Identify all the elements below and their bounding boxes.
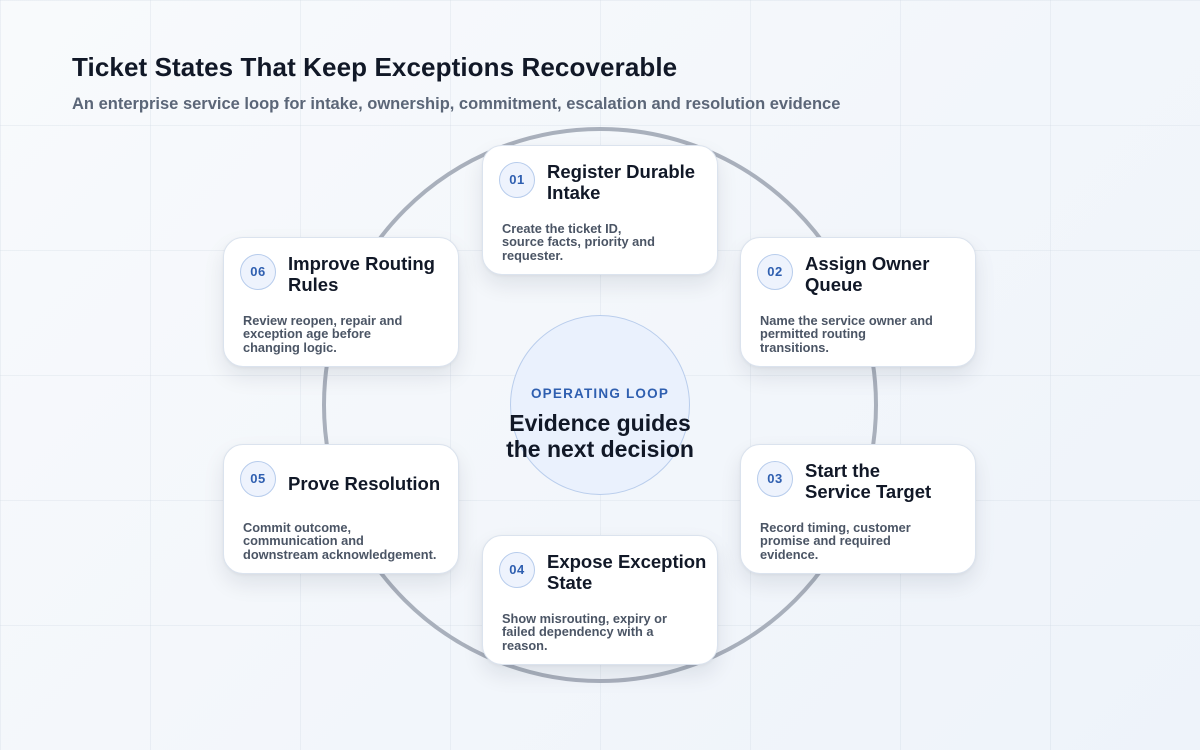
step-description-line-1: Create the ticket ID, <box>502 221 622 236</box>
step-description-line-2: failed dependency with a <box>502 624 654 640</box>
step-description-line-3: changing logic. <box>243 339 337 355</box>
step-description-line-1: Name the service owner and <box>760 313 933 328</box>
step-title-line-1: Improve Routing <box>288 253 435 274</box>
step-description-line-1: Commit outcome, <box>243 520 352 535</box>
step-card-expose-exception-state[interactable]: 04 Expose Exception State Show misroutin… <box>482 535 718 665</box>
step-description-line-3: requester. <box>502 247 564 263</box>
step-title-line-2: State <box>547 572 593 593</box>
step-title: Improve Routing Rules <box>288 253 454 295</box>
step-number-badge: 04 <box>499 552 535 588</box>
step-title-line-2: Service Target <box>805 481 932 502</box>
step-card-improve-routing-rules[interactable]: 06 Improve Routing Rules Review reopen, … <box>223 237 459 367</box>
step-description-line-2: exception age before <box>243 326 372 342</box>
step-description: Record timing, customer promise and requ… <box>760 520 963 562</box>
step-title-line-2: Queue <box>805 274 863 295</box>
step-description-line-3: downstream acknowledgement. <box>243 546 437 562</box>
step-description-line-3: reason. <box>502 637 548 653</box>
step-title-line-1: Register Durable <box>547 161 696 182</box>
step-title-line-1: Assign Owner <box>805 253 930 274</box>
step-description-line-1: Record timing, customer <box>760 520 911 535</box>
step-title: Expose Exception State <box>547 551 713 593</box>
step-number-badge: 02 <box>757 254 793 290</box>
step-title-line-1: Start the <box>805 460 881 481</box>
step-card-start-service-target[interactable]: 03 Start the Service Target Record timin… <box>740 444 976 574</box>
step-description-line-2: promise and required <box>760 533 891 549</box>
step-description-line-3: evidence. <box>760 546 819 562</box>
step-title-line-2: Rules <box>288 274 339 295</box>
step-description-line-2: permitted routing <box>760 326 866 342</box>
step-card-prove-resolution[interactable]: 05 Prove Resolution Commit outcome, comm… <box>223 444 459 574</box>
step-title-line-2: Intake <box>547 182 601 203</box>
operating-loop-hub: OPERATING LOOP Evidence guides the next … <box>506 315 694 495</box>
step-description-line-2: communication and <box>243 533 364 549</box>
step-title: Assign Owner Queue <box>805 253 971 295</box>
hub-statement-line-1: Evidence guides <box>509 410 691 436</box>
page-title: Ticket States That Keep Exceptions Recov… <box>72 52 678 82</box>
step-title-line-1: Prove Resolution <box>288 473 441 494</box>
step-number-badge: 03 <box>757 461 793 497</box>
step-description-line-2: source facts, priority and <box>502 234 655 250</box>
step-description-line-3: transitions. <box>760 339 829 355</box>
hub-statement-line-2: the next decision <box>506 436 694 462</box>
step-card-assign-owner-queue[interactable]: 02 Assign Owner Queue Name the service o… <box>740 237 976 367</box>
step-title: Register Durable Intake <box>547 161 713 203</box>
step-number-badge: 05 <box>240 461 276 497</box>
step-description: Name the service owner and permitted rou… <box>760 313 963 355</box>
step-description-line-1: Show misrouting, expiry or <box>502 611 667 626</box>
step-description: Create the ticket ID, source facts, prio… <box>502 221 705 263</box>
step-description-line-1: Review reopen, repair and <box>243 313 403 328</box>
hub-statement: Evidence guides the next decision <box>499 410 701 462</box>
hub-eyebrow: OPERATING LOOP <box>530 386 670 401</box>
step-title: Start the Service Target <box>805 460 971 502</box>
page-subtitle: An enterprise service loop for intake, o… <box>72 95 841 113</box>
step-title-line-1: Expose Exception <box>547 551 707 572</box>
step-description: Review reopen, repair and exception age … <box>243 313 446 355</box>
step-number-badge: 06 <box>240 254 276 290</box>
step-description: Show misrouting, expiry or failed depend… <box>502 611 705 653</box>
step-number-badge: 01 <box>499 162 535 198</box>
step-title: Prove Resolution <box>288 473 454 494</box>
step-card-register-durable-intake[interactable]: 01 Register Durable Intake Create the ti… <box>482 145 718 275</box>
step-description: Commit outcome, communication and downst… <box>243 520 446 562</box>
